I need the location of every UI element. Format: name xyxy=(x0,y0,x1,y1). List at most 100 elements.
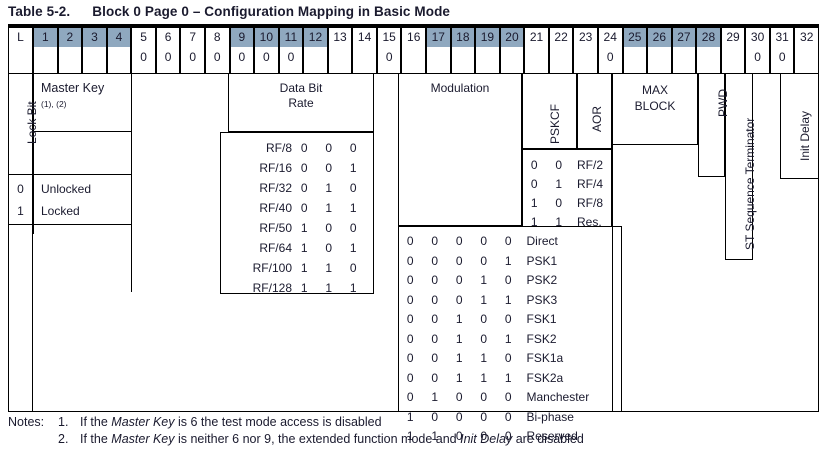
modulation-name: PSK3 xyxy=(526,292,558,307)
pskcf-header-box xyxy=(522,74,577,149)
bit-header-cell-15: 15 xyxy=(376,27,402,48)
max-block-label-line2: BLOCK xyxy=(634,99,676,113)
table-notes: Notes:1.If the Master Key is 6 the test … xyxy=(8,414,819,448)
lock-meaning-top-rule xyxy=(8,174,132,175)
modulation-bit: 0 xyxy=(504,409,512,424)
modulation-bit: 0 xyxy=(431,273,439,287)
bit-header-cell-9: 9 xyxy=(229,27,255,48)
data-bit-rate-bit: 1 xyxy=(349,241,357,255)
data-bit-rate-bit: 0 xyxy=(300,181,308,195)
fixed-value-cell-11: 0 xyxy=(278,47,304,74)
table-number: Table 5-2. xyxy=(8,4,71,19)
modulation-bit: 0 xyxy=(406,351,414,365)
fixed-value-cell-27 xyxy=(671,47,697,74)
pskcf-bit: 0 xyxy=(555,196,563,210)
data-bit-rate-bit: 1 xyxy=(300,241,308,255)
modulation-bit: 0 xyxy=(504,234,512,248)
modulation-bit: 0 xyxy=(455,253,463,268)
data-bit-rate-name: RF/100 xyxy=(252,261,292,275)
modulation-bit: 1 xyxy=(455,331,463,346)
bit-header-cell-14: 14 xyxy=(352,27,377,48)
note-index: 2. xyxy=(58,432,69,446)
pskcf-bit: 1 xyxy=(555,215,563,229)
data-bit-rate-bit: 1 xyxy=(349,161,357,175)
modulation-bit: 0 xyxy=(431,292,439,307)
modulation-bit: 1 xyxy=(406,429,414,443)
modulation-bit: 0 xyxy=(480,312,488,326)
data-bit-rate-bit: 0 xyxy=(325,141,333,155)
fixed-value-cell-32 xyxy=(794,47,819,74)
data-bit-rate-label-line1: Data Bit xyxy=(279,81,323,95)
init-delay-label: Init Delay xyxy=(798,110,812,161)
data-bit-rate-name: RF/16 xyxy=(259,161,292,175)
bit-header-cell-26: 26 xyxy=(647,27,672,48)
note-row: Notes:1.If the Master Key is 6 the test … xyxy=(8,414,819,431)
fixed-value-cell-23 xyxy=(573,47,598,74)
pskcf-name: Res. xyxy=(577,215,602,229)
modulation-bit: 1 xyxy=(455,370,463,385)
master-key-right-rule xyxy=(131,132,132,292)
aor-label: AOR xyxy=(590,105,604,132)
bit-header-cell-2: 2 xyxy=(57,27,83,48)
fixed-value-cell-9: 0 xyxy=(229,47,255,74)
modulation-bit: 1 xyxy=(480,292,488,307)
pwd-label: PWD xyxy=(716,89,730,117)
modulation-bit: 1 xyxy=(455,351,463,365)
data-bit-rate-bit: 1 xyxy=(300,221,308,235)
data-bit-rate-bit: 1 xyxy=(325,281,333,295)
fixed-value-cell-8: 0 xyxy=(204,47,230,74)
modulation-bit: 0 xyxy=(504,312,512,326)
data-bit-rate-bit: 1 xyxy=(325,261,333,275)
bit-header-cell-8: 8 xyxy=(204,27,230,48)
aor-box xyxy=(577,74,612,149)
modulation-bit: 0 xyxy=(504,390,512,404)
fixed-value-cell-14 xyxy=(352,47,377,74)
bit-header-cell-31: 31 xyxy=(769,27,795,48)
modulation-bit: 0 xyxy=(455,234,463,248)
modulation-bit: 0 xyxy=(406,370,414,385)
modulation-name: FSK2a xyxy=(526,370,564,385)
modulation-bit: 1 xyxy=(504,292,512,307)
pskcf-name: RF/8 xyxy=(577,196,604,210)
bit-header-cell-11: 11 xyxy=(278,27,304,48)
modulation-bit: 1 xyxy=(431,429,439,443)
fixed-value-cell-26 xyxy=(647,47,672,74)
bit-header-cell-4: 4 xyxy=(106,27,132,48)
max-block-box xyxy=(612,74,698,145)
modulation-bit: 0 xyxy=(431,312,439,326)
modulation-bit: 0 xyxy=(480,429,488,443)
pwd-box xyxy=(698,74,725,177)
data-bit-rate-bit: 0 xyxy=(325,161,333,175)
data-bit-rate-values-box xyxy=(220,132,374,294)
bit-header-cell-3: 3 xyxy=(82,27,107,48)
bit-header-cell-25: 25 xyxy=(622,27,648,48)
modulation-bit: 0 xyxy=(504,351,512,365)
bit-header-cell-21: 21 xyxy=(524,27,549,48)
master-key-label: Master Key xyxy=(41,81,105,95)
pskcf-name: RF/2 xyxy=(577,158,604,172)
note-text: If the Master Key is 6 the test mode acc… xyxy=(80,415,382,429)
pskcf-bit: 0 xyxy=(530,177,538,191)
fixed-value-cell-7: 0 xyxy=(180,47,205,74)
bit-header-cell-16: 16 xyxy=(401,27,426,48)
bit-header-cell-23: 23 xyxy=(573,27,598,48)
modulation-bit: 0 xyxy=(455,292,463,307)
fixed-value-cell-3 xyxy=(82,47,107,74)
table-caption: Block 0 Page 0 – Configuration Mapping i… xyxy=(92,4,451,19)
bit-header-cell-27: 27 xyxy=(671,27,697,48)
fixed-value-cell-17 xyxy=(426,47,451,74)
data-bit-rate-bit: 0 xyxy=(349,141,357,155)
